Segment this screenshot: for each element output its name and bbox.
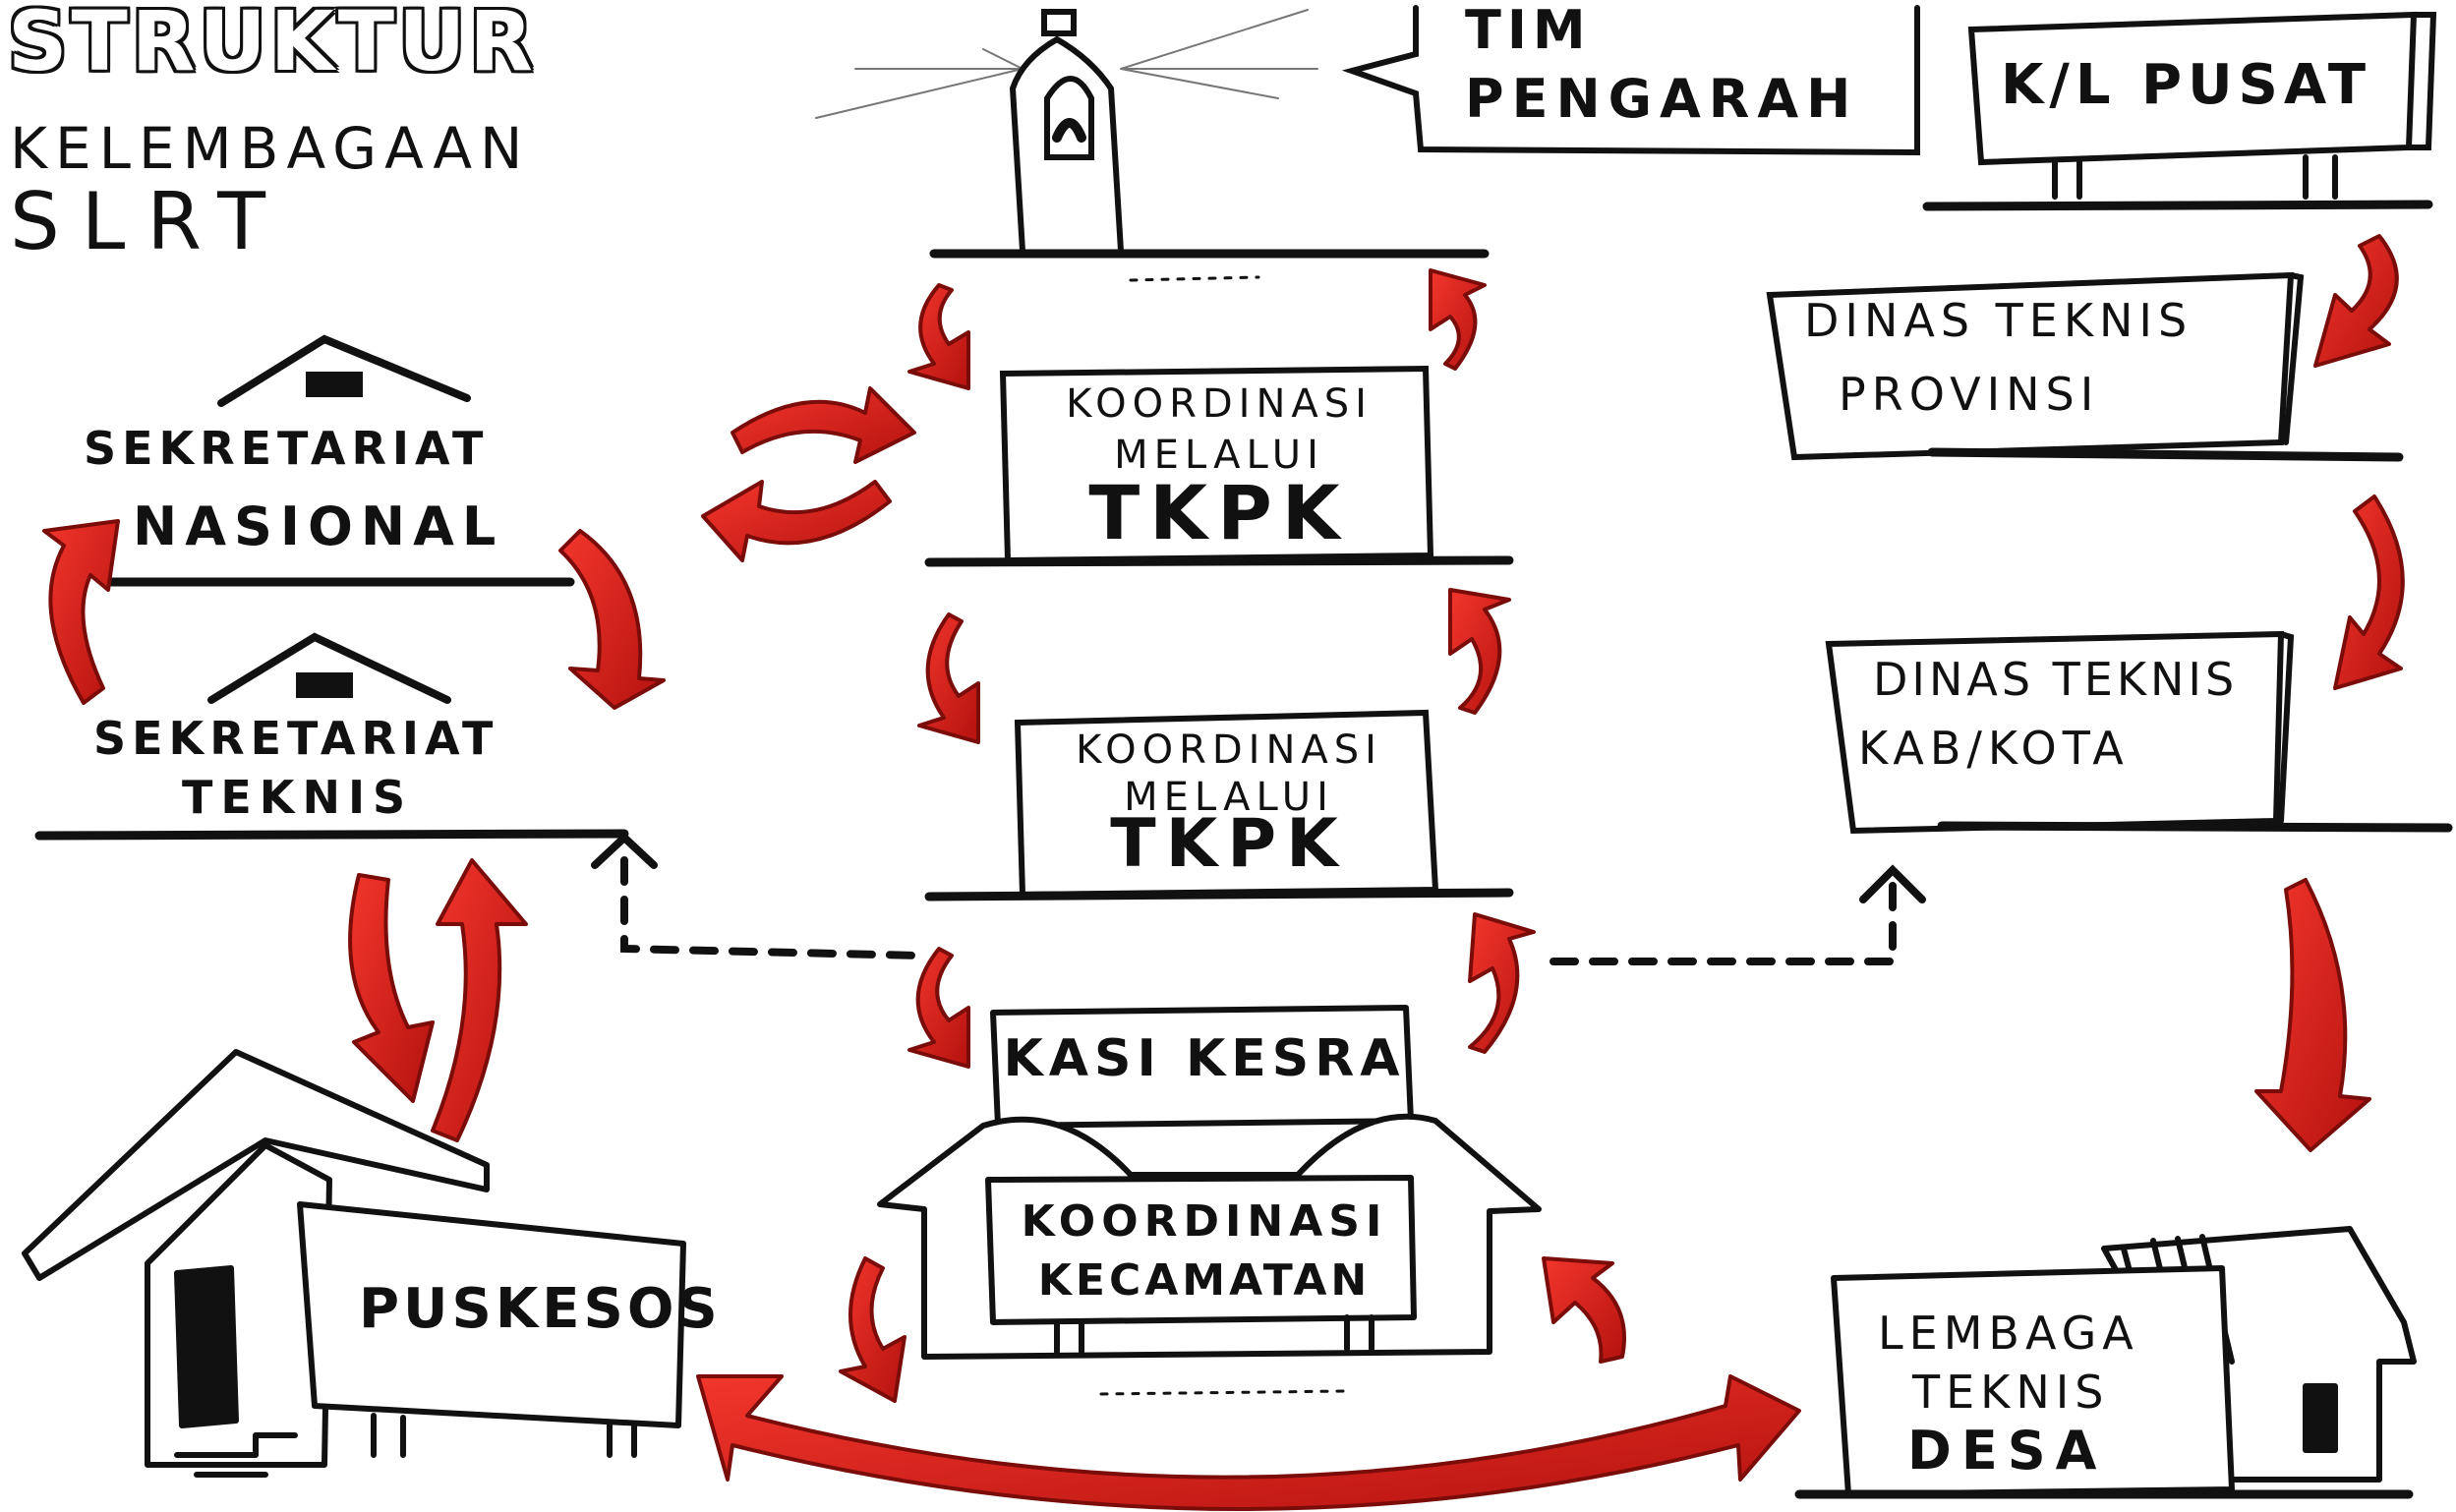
tkpk-lower-label-1: KOORDINASI bbox=[1076, 727, 1382, 773]
kecamatan-building bbox=[877, 1005, 1542, 1396]
sekretariat-teknis-label-2: TEKNIS bbox=[182, 771, 414, 824]
dinas-kabkota-label-1: DINAS TEKNIS bbox=[1873, 653, 2239, 706]
tkpk-boxes bbox=[924, 365, 1514, 901]
kecamatan-label-2: KECAMATAN bbox=[1037, 1255, 1372, 1306]
dinas-provinsi-label-1: DINAS TEKNIS bbox=[1804, 294, 2193, 347]
roof-icon bbox=[34, 334, 629, 841]
dashed-connector bbox=[591, 832, 1926, 965]
lighthouse-icon bbox=[815, 9, 1490, 282]
tkpk-lower-label-3: TKPK bbox=[1110, 805, 1348, 883]
tim-pengarah-frame bbox=[1341, 5, 1920, 156]
title-kelembagaan: KELEMBAGAAN bbox=[10, 115, 531, 182]
tim-pengarah-label-1: TIM bbox=[1465, 0, 1592, 61]
puskesos-label: PUSKESOS bbox=[359, 1277, 722, 1341]
sekretariat-nasional-label-2: NASIONAL bbox=[133, 495, 504, 557]
lembaga-desa-label-3: DESA bbox=[1907, 1420, 2107, 1482]
desa-house-icon bbox=[1794, 1226, 2417, 1499]
kl-pusat-sign bbox=[1922, 11, 2437, 211]
arrow-icon bbox=[42, 234, 2405, 1511]
tkpk-upper-label-3: TKPK bbox=[1088, 469, 1350, 556]
title-struktur: STRUKTUR bbox=[8, 0, 537, 89]
dinas-boxes bbox=[1766, 271, 2453, 835]
lembaga-desa-label-2: TEKNIS bbox=[1912, 1366, 2110, 1419]
tkpk-lower-label-2: MELALUI bbox=[1124, 775, 1334, 820]
dinas-kabkota-label-2: KAB/KOTA bbox=[1858, 722, 2130, 775]
tim-pengarah-label-2: PENGARAH bbox=[1465, 68, 1859, 130]
sekretariat-teknis-label-1: SEKRETARIAT bbox=[93, 712, 499, 765]
sekretariat-nasional-label-1: SEKRETARIAT bbox=[84, 422, 490, 475]
lembaga-desa-label-1: LEMBAGA bbox=[1878, 1307, 2139, 1360]
house-icon bbox=[22, 1049, 686, 1478]
tkpk-upper-label-2: MELALUI bbox=[1114, 433, 1324, 478]
kl-pusat-label: K/L PUSAT bbox=[2001, 53, 2372, 117]
kecamatan-label-1: KOORDINASI bbox=[1021, 1196, 1388, 1247]
dinas-provinsi-label-2: PROVINSI bbox=[1839, 368, 2100, 421]
kasi-kesra-label: KASI KESRA bbox=[1003, 1029, 1406, 1088]
title-slrt: SLRT bbox=[10, 176, 287, 267]
tkpk-upper-label-1: KOORDINASI bbox=[1066, 381, 1373, 427]
